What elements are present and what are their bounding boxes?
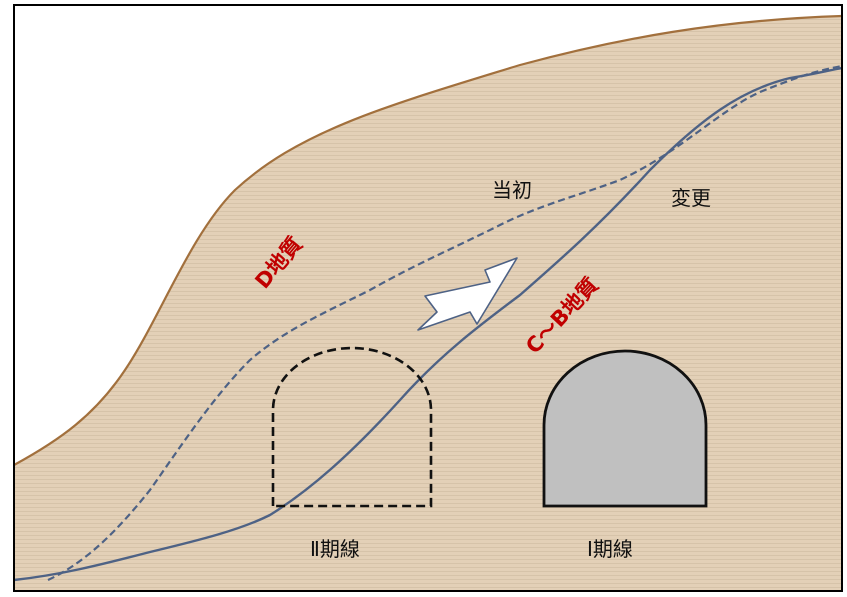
diagram-frame bbox=[13, 4, 843, 592]
initial-boundary-line bbox=[47, 64, 842, 581]
revised-boundary-line bbox=[14, 66, 842, 582]
phase1-line-label: Ⅰ期線 bbox=[587, 537, 633, 561]
ground-surface-line bbox=[14, 14, 842, 466]
initial-line-label: 当初 bbox=[492, 178, 532, 202]
phase1-tunnel bbox=[542, 349, 708, 508]
phase2-line-label: Ⅱ期線 bbox=[310, 537, 360, 561]
revised-line-label: 変更 bbox=[671, 186, 711, 210]
arrow-icon bbox=[417, 257, 518, 331]
phase2-tunnel-outline bbox=[271, 346, 433, 508]
